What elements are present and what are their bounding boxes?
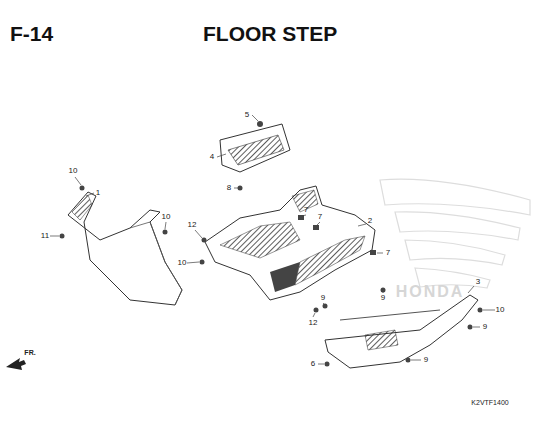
front-cover <box>68 192 182 305</box>
callout-number: 11 <box>41 232 49 240</box>
section-code: F-14 <box>10 23 53 44</box>
callout-number: 1 <box>96 189 100 197</box>
callout-number: 12 <box>309 319 318 327</box>
callout-number: 10 <box>69 167 78 175</box>
callout-number: 7 <box>304 206 308 214</box>
watermark: HONDA <box>396 284 465 300</box>
wing-watermark <box>380 179 530 288</box>
callout-number: 12 <box>188 221 197 229</box>
callout-number: 10 <box>162 213 171 221</box>
fasteners <box>60 186 483 367</box>
callout-number: 9 <box>483 323 487 331</box>
callout-number: 9 <box>424 356 428 364</box>
diagram-title: FLOOR STEP <box>203 23 337 44</box>
callout-number: 3 <box>476 278 480 286</box>
callout-number: 5 <box>245 111 249 119</box>
drawing-code: K2VTF1400 <box>471 399 508 406</box>
callout-number: 9 <box>321 294 325 302</box>
callout-number: 9 <box>381 294 385 302</box>
callout-number: 10 <box>178 259 187 267</box>
callout-number: 4 <box>210 153 214 161</box>
callout-number: 2 <box>368 217 372 225</box>
callout-number: 7 <box>318 213 322 221</box>
screw <box>257 121 263 127</box>
under-cover <box>325 295 478 368</box>
callout-number: 10 <box>496 306 505 314</box>
leader-lines <box>50 115 495 364</box>
callout-number: 6 <box>311 360 315 368</box>
floor-step <box>205 186 375 300</box>
front-arrow <box>6 358 26 370</box>
callout-number: 8 <box>227 184 231 192</box>
callout-number: 7 <box>386 249 390 257</box>
step-cover <box>220 124 290 172</box>
front-mark: FR. <box>24 349 35 356</box>
